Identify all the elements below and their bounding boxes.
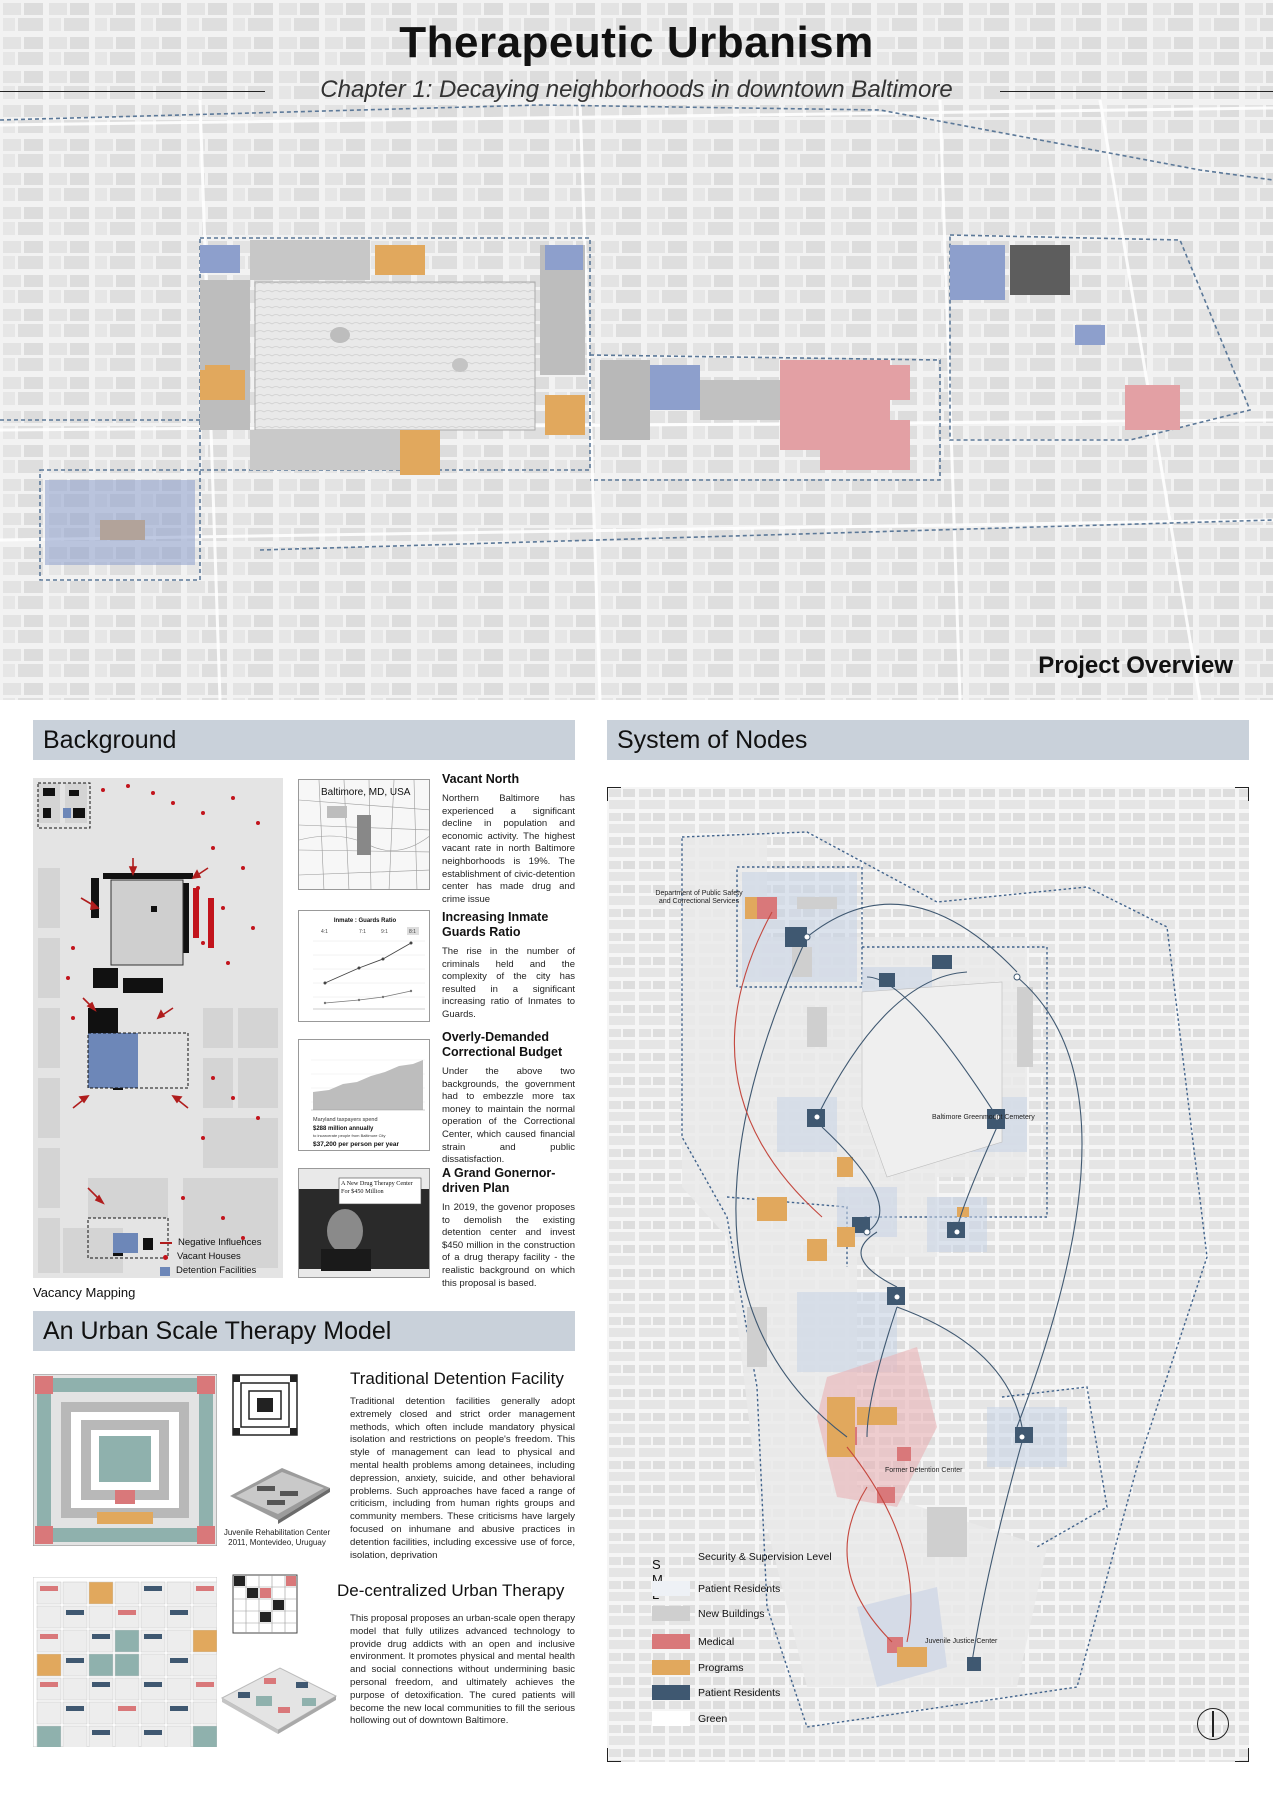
info-title: Increasing Inmate Guards Ratio bbox=[442, 910, 549, 939]
baltimore-locator-map: Baltimore, MD, USA bbox=[298, 779, 430, 890]
subtitle-rule-right bbox=[1000, 91, 1273, 92]
info-title: Vacant North bbox=[442, 772, 520, 786]
legend-label: Negative Influences bbox=[178, 1237, 262, 1248]
traditional-body: Traditional detention facilities general… bbox=[350, 1396, 575, 1561]
legend-label: Green bbox=[698, 1712, 728, 1725]
budget-chart: Maryland taxpayers spend $288 million an… bbox=[298, 1039, 430, 1151]
info-budget: Overly-Demanded Correctional Budget Unde… bbox=[442, 1030, 575, 1167]
ratio-label: 8:1 bbox=[409, 929, 416, 935]
info-body: In 2019, the govenor proposes to demolis… bbox=[442, 1202, 575, 1289]
info-inmate-ratio: Increasing Inmate Guards Ratio The rise … bbox=[442, 910, 575, 1022]
subtitle-rule-left bbox=[0, 91, 265, 92]
therapy-model-heading: An Urban Scale Therapy Model bbox=[33, 1311, 575, 1351]
hero-map: Therapeutic Urbanism Chapter 1: Decaying… bbox=[0, 0, 1273, 700]
decentralized-title: De-centralized Urban Therapy bbox=[337, 1581, 565, 1600]
budget-chart-graphic: Maryland taxpayers spend $288 million an… bbox=[299, 1040, 429, 1150]
legend-label: Medical bbox=[698, 1635, 735, 1648]
info-vacant-north: Vacant North Northern Baltimore has expe… bbox=[442, 772, 575, 906]
legend-row: Green bbox=[652, 1711, 727, 1726]
map-label-former-detention: Former Detention Center bbox=[885, 1467, 963, 1474]
nodes-map: Department of Public Safety and Correcti… bbox=[607, 787, 1249, 1762]
map-label-dpscs: Department of Public Safety and Correcti… bbox=[655, 890, 743, 905]
legend-swatch bbox=[652, 1660, 690, 1675]
legend-row: Patient Residents bbox=[652, 1685, 780, 1700]
info-body: The rise in the number of criminals held… bbox=[442, 946, 575, 1020]
legend-row: Programs bbox=[652, 1660, 744, 1675]
map-label-juvenile: Juvenile Justice Center bbox=[925, 1638, 998, 1645]
page-subtitle: Chapter 1: Decaying neighborhoods in dow… bbox=[320, 76, 953, 103]
inmate-ratio-chart-graphic: Inmate : Guards Ratio 4:1 7:1 9:1 8:1 bbox=[299, 911, 429, 1021]
legend-label: Patient Residents bbox=[698, 1686, 781, 1699]
info-body: Under the above two backgrounds, the gov… bbox=[442, 1066, 575, 1166]
ratio-label: 9:1 bbox=[381, 929, 388, 935]
decentralized-icon-diagram bbox=[232, 1574, 298, 1634]
juvenile-center-photo bbox=[230, 1468, 330, 1524]
dot-icon bbox=[163, 1254, 168, 1260]
governor-photo: A New Drug Therapy Center For $450 Milli… bbox=[298, 1168, 430, 1278]
legend-row-negative: Negative Influences bbox=[160, 1236, 261, 1250]
legend-swatch bbox=[652, 1634, 690, 1649]
legend-row: New Buildings bbox=[652, 1606, 765, 1621]
photo-caption-line: 2011, Montevideo, Uruguay bbox=[228, 1538, 326, 1547]
legend-swatch bbox=[652, 1685, 690, 1700]
legend-row-detention: Detention Facilities bbox=[160, 1264, 261, 1278]
locator-map-graphic: Baltimore, MD, USA bbox=[299, 780, 429, 889]
traditional-title: Traditional Detention Facility bbox=[350, 1369, 564, 1388]
legend-label: Programs bbox=[698, 1661, 744, 1674]
legend-row: Medical bbox=[652, 1634, 734, 1649]
photo-caption-line: Juvenile Rehabilitation Center bbox=[223, 1528, 331, 1537]
traditional-plan-diagram bbox=[33, 1374, 217, 1546]
legend-row: Patient Residents bbox=[652, 1581, 780, 1596]
arrow-icon bbox=[160, 1242, 172, 1244]
legend-swatch bbox=[652, 1711, 690, 1726]
decentralized-plan-diagram bbox=[33, 1577, 217, 1747]
locator-map-label: Baltimore, MD, USA bbox=[321, 787, 411, 798]
decentralized-body: This proposal proposes an urban-scale op… bbox=[350, 1613, 575, 1727]
legend-label: Patient Residents bbox=[698, 1582, 781, 1595]
decentralized-isometric bbox=[220, 1667, 338, 1734]
photo-caption: Juvenile Rehabilitation Center 2011, Mon… bbox=[222, 1528, 332, 1548]
legend-label: Vacant Houses bbox=[177, 1251, 241, 1262]
governor-photo-graphic: A New Drug Therapy Center For $450 Milli… bbox=[299, 1169, 429, 1277]
background-heading: Background bbox=[33, 720, 575, 760]
info-body: Northern Baltimore has experienced a sig… bbox=[442, 793, 575, 905]
nodes-map-graphic bbox=[607, 787, 1249, 1762]
budget-line: Maryland taxpayers spend bbox=[313, 1117, 378, 1123]
map-label-cemetery: Baltimore Greenmount Cemetery bbox=[932, 1114, 1035, 1121]
legend-swatch bbox=[652, 1606, 690, 1621]
inmate-ratio-chart: Inmate : Guards Ratio 4:1 7:1 9:1 8:1 bbox=[298, 910, 430, 1022]
info-governor-plan: A Grand Gonernor-driven Plan In 2019, th… bbox=[442, 1166, 575, 1290]
vacancy-map-graphic bbox=[33, 778, 283, 1278]
ratio-label: 4:1 bbox=[321, 929, 328, 935]
info-title: Overly-Demanded Correctional Budget bbox=[442, 1030, 563, 1059]
legend-swatch bbox=[652, 1581, 690, 1596]
info-title: A Grand Gonernor-driven Plan bbox=[442, 1166, 556, 1195]
crop-mark bbox=[1235, 1748, 1249, 1762]
legend-label: Detention Facilities bbox=[176, 1265, 257, 1276]
vacancy-map-caption: Vacancy Mapping bbox=[33, 1285, 136, 1300]
legend-row-vacant: Vacant Houses bbox=[160, 1250, 261, 1264]
news-headline: A New Drug Therapy Center For $450 Milli… bbox=[341, 1180, 413, 1195]
crop-mark bbox=[607, 787, 621, 801]
traditional-icon-diagram bbox=[232, 1374, 298, 1436]
crop-mark bbox=[1235, 787, 1249, 801]
project-overview-map bbox=[0, 0, 1273, 700]
project-overview-label: Project Overview bbox=[1038, 652, 1233, 679]
vacancy-map bbox=[33, 778, 283, 1278]
legend-label: Security & Supervision Level bbox=[698, 1551, 832, 1563]
vacancy-legend: Negative Influences Vacant Houses Detent… bbox=[160, 1236, 261, 1278]
legend-label: New Buildings bbox=[698, 1607, 765, 1620]
chart-title: Inmate : Guards Ratio bbox=[334, 918, 397, 924]
ratio-label: 7:1 bbox=[359, 929, 366, 935]
budget-line: $288 million annually bbox=[313, 1126, 374, 1132]
square-icon bbox=[160, 1266, 170, 1276]
budget-line: to incarcerate people from Baltimore Cit… bbox=[313, 1133, 385, 1138]
system-of-nodes-heading: System of Nodes bbox=[607, 720, 1249, 760]
north-arrow-icon bbox=[1197, 1708, 1229, 1740]
budget-line: $37,200 per person per year bbox=[313, 1141, 399, 1148]
page-title: Therapeutic Urbanism bbox=[399, 18, 874, 67]
crop-mark bbox=[607, 1748, 621, 1762]
